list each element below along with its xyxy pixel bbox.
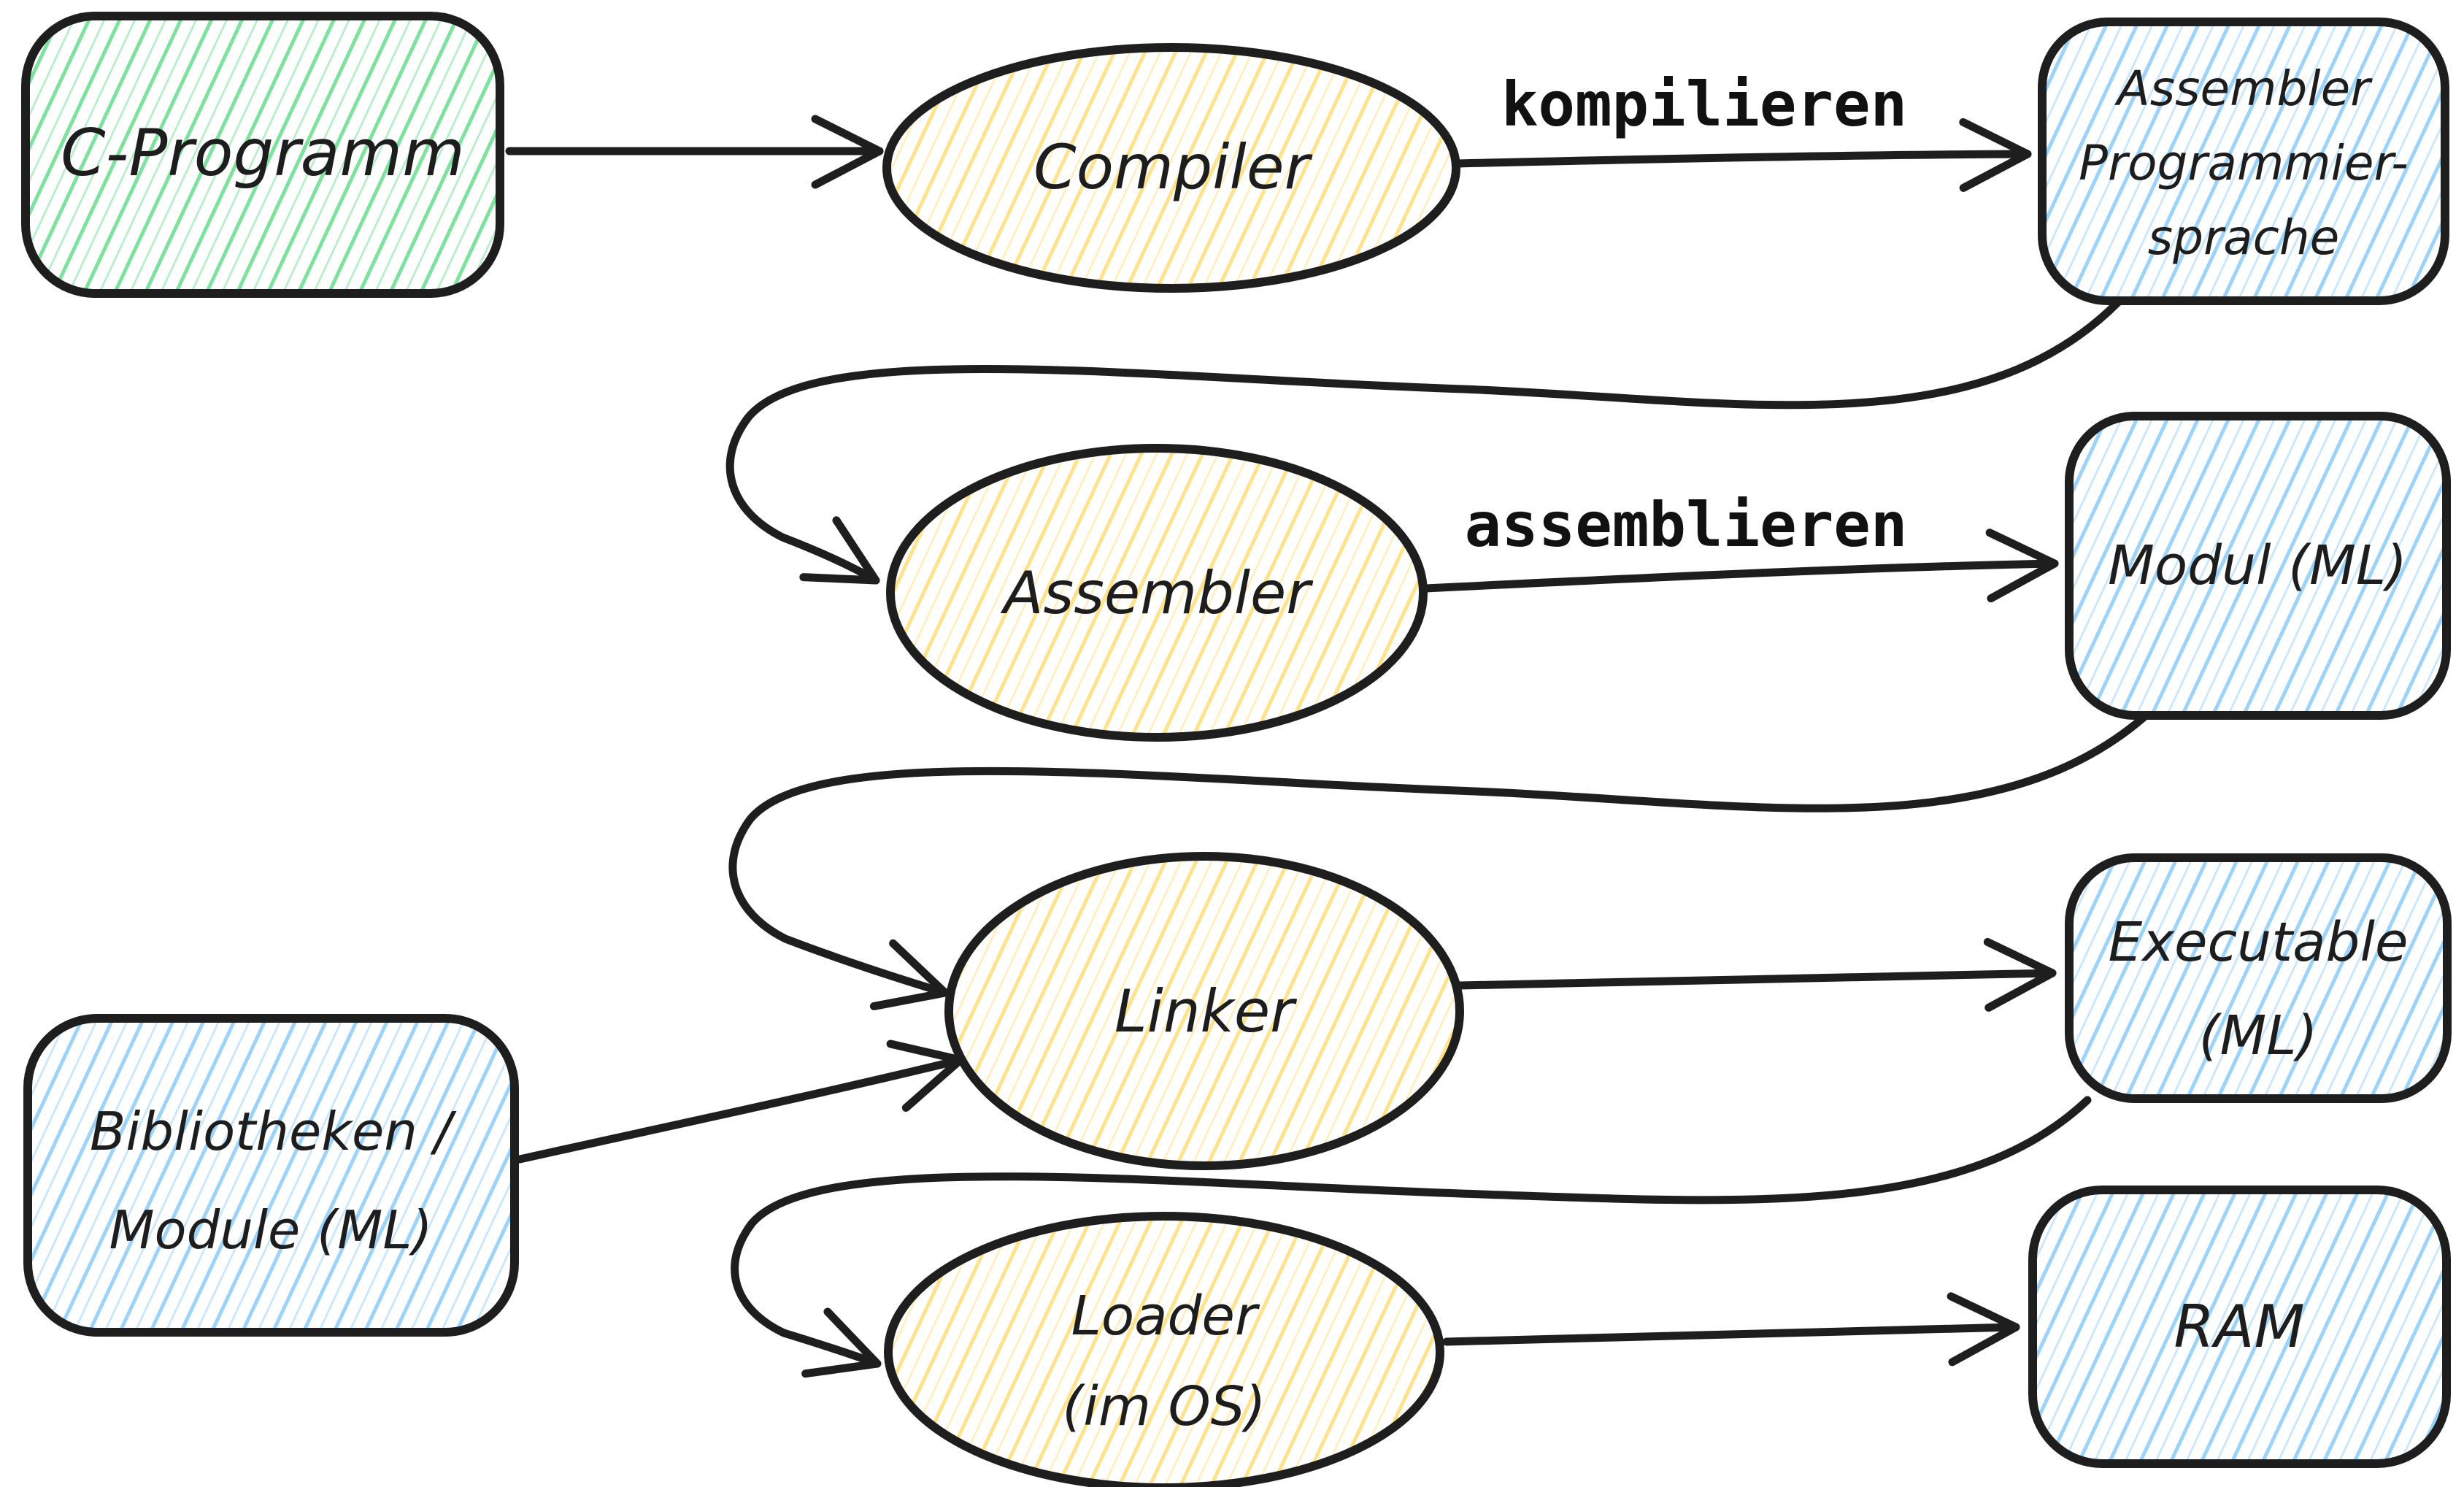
edge-label-assemblieren: assemblieren (1465, 489, 1908, 561)
modul-label: Modul (ML) (2108, 534, 2407, 597)
node-assembler: Assembler (886, 444, 1428, 742)
assembler-ellipse (886, 444, 1428, 742)
executable-label-line1: Executable (2108, 911, 2408, 974)
edge-assembler-sprache-to-assembler (725, 298, 2122, 585)
bibliotheken-label-line2: Module (ML) (109, 1199, 432, 1261)
c-programm-label: C-Programm (61, 115, 465, 191)
compiler-label: Compiler (1033, 131, 1313, 203)
node-linker: Linker (944, 852, 1464, 1170)
linker-ellipse (944, 852, 1464, 1170)
edge-assembler-to-modul (1421, 529, 2059, 603)
bibliotheken-label-line1: Bibliotheken / (90, 1101, 457, 1162)
assembler-sprache-box (2038, 18, 2449, 305)
edge-loader-to-ram (1442, 1292, 2020, 1367)
c-programm-box (21, 12, 504, 298)
node-ram: RAM (2028, 1186, 2451, 1468)
edge-label-kompilieren: kompilieren (1501, 69, 1907, 140)
node-modul: Modul (ML) (2065, 412, 2451, 720)
edge-bibliotheken-to-linker (515, 1040, 965, 1164)
loader-ellipse (884, 1212, 1444, 1487)
loader-label-line1: Loader (1071, 1285, 1260, 1348)
node-bibliotheken: Bibliotheken / Module (ML) (23, 1014, 519, 1337)
edge-modul-to-linker (728, 712, 2149, 1010)
node-compiler: Compiler (882, 43, 1460, 293)
loader-label-line2: (im OS) (1062, 1375, 1266, 1438)
assembler-label: Assembler (1000, 559, 1314, 627)
node-assembler-sprache: Assembler Programmier- sprache (2038, 18, 2449, 305)
executable-label-line2: (ML) (2199, 1004, 2318, 1067)
assembler-sprache-label-line3: sprache (2148, 210, 2340, 266)
assembler-sprache-label-line1: Assembler (2114, 61, 2373, 117)
node-executable: Executable (ML) (2065, 853, 2452, 1103)
compiler-ellipse (882, 43, 1460, 293)
ram-label: RAM (2174, 1293, 2304, 1361)
node-c-programm: C-Programm (21, 12, 504, 298)
linker-label: Linker (1114, 977, 1298, 1045)
executable-box (2065, 853, 2452, 1103)
bibliotheken-box (23, 1014, 519, 1337)
assembler-sprache-label-line2: Programmier- (2079, 135, 2409, 191)
edge-compiler-to-assembler-sprache (1453, 118, 2032, 192)
edge-linker-to-executable (1455, 937, 2057, 1012)
node-loader: Loader (im OS) (884, 1212, 1444, 1487)
edge-executable-to-loader (731, 1096, 2092, 1378)
ram-box (2028, 1186, 2451, 1468)
modul-box (2065, 412, 2451, 720)
